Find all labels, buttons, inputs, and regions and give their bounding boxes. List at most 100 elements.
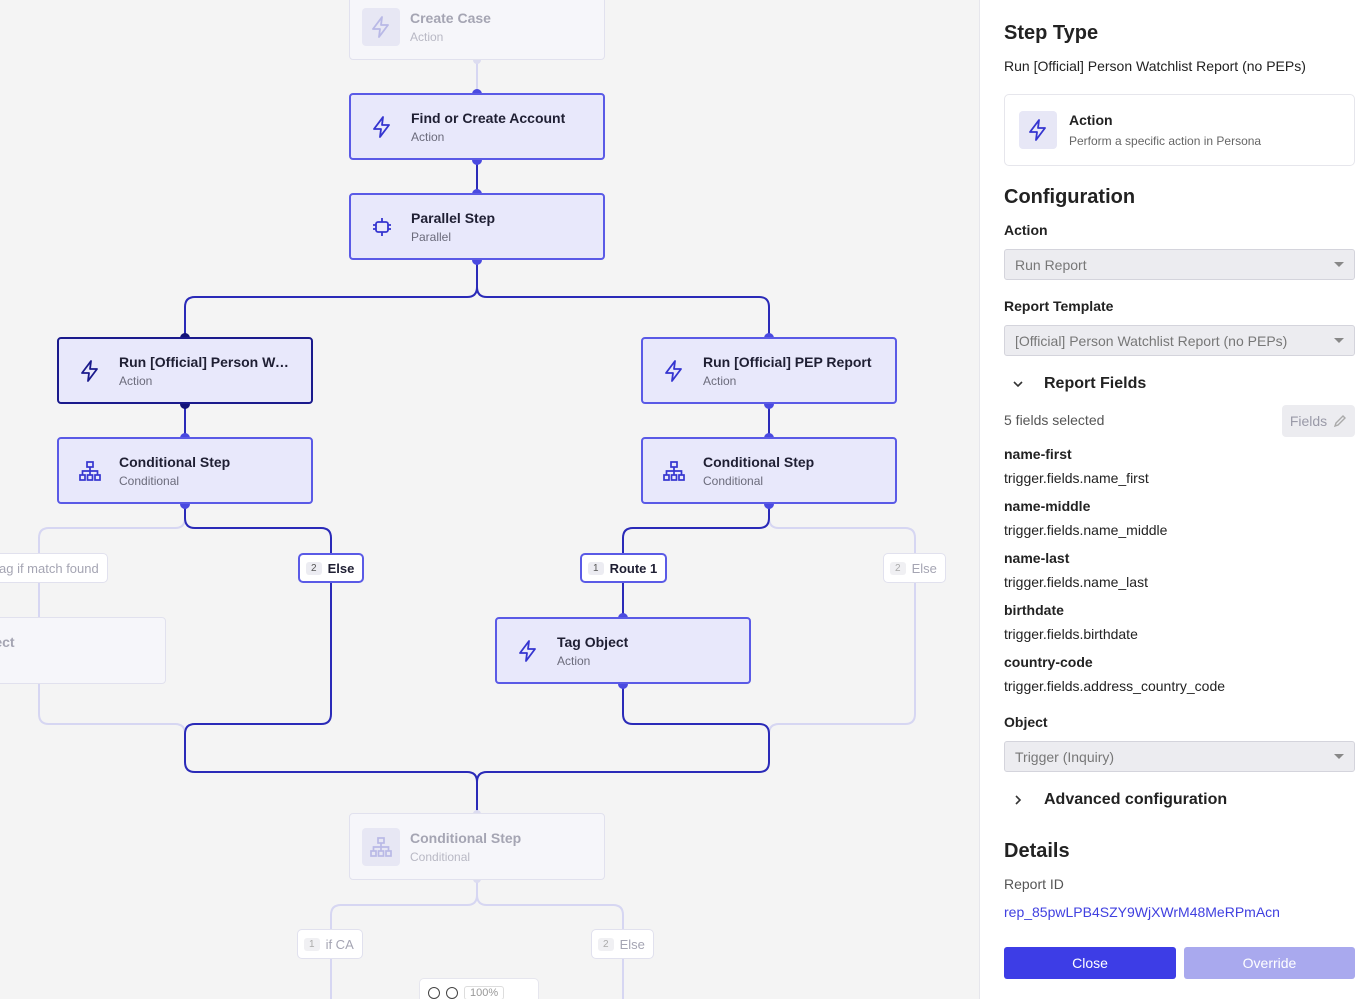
node-subtitle: Action bbox=[411, 129, 445, 144]
node-title: Object bbox=[0, 633, 15, 650]
step-type-value: Run [Official] Person Watchlist Report (… bbox=[1004, 58, 1306, 74]
report-template-select[interactable]: [Official] Person Watchlist Report (no P… bbox=[1004, 325, 1355, 356]
type-card-description: Perform a specific action in Persona bbox=[1069, 134, 1262, 148]
node-title: Run [Official] Person Watchlist Report (… bbox=[119, 353, 295, 370]
connector-lines bbox=[38, 56, 916, 999]
node-title: Create Case bbox=[410, 9, 491, 26]
field-value: trigger.fields.name_last bbox=[1004, 574, 1148, 590]
bolt-icon bbox=[655, 352, 693, 390]
advanced-configuration-toggle[interactable]: Advanced configuration bbox=[1004, 791, 1227, 809]
node-title: Tag Object bbox=[557, 633, 629, 650]
field-name: birthdate bbox=[1004, 602, 1064, 618]
close-button[interactable]: Close bbox=[1004, 947, 1176, 979]
node-title: Parallel Step bbox=[411, 209, 496, 226]
conditional-icon bbox=[71, 452, 109, 490]
route-number: 1 bbox=[588, 561, 604, 575]
field-value: trigger.fields.name_middle bbox=[1004, 522, 1168, 538]
field-value: trigger.fields.name_first bbox=[1004, 470, 1149, 486]
route-label: Else bbox=[911, 560, 937, 576]
route-tag-if-match-found[interactable]: ag if match found bbox=[0, 553, 108, 583]
route-route-1[interactable]: 1 Route 1 bbox=[580, 553, 668, 583]
zoom-out-icon[interactable] bbox=[446, 987, 458, 999]
caret-down-icon bbox=[1334, 338, 1344, 343]
action-select[interactable]: Run Report bbox=[1004, 249, 1355, 280]
object-select-value: Trigger (Inquiry) bbox=[1015, 748, 1115, 765]
report-fields-title: Report Fields bbox=[1044, 375, 1147, 392]
chevron-down-icon bbox=[1004, 378, 1044, 390]
caret-down-icon bbox=[1334, 262, 1344, 267]
route-number: 2 bbox=[598, 937, 614, 951]
object-select[interactable]: Trigger (Inquiry) bbox=[1004, 741, 1355, 772]
fields-selected-count: 5 fields selected bbox=[1004, 412, 1105, 428]
node-run-watchlist-report[interactable]: Run [Official] Person Watchlist Report (… bbox=[57, 337, 313, 404]
route-else-right[interactable]: 2 Else bbox=[883, 553, 946, 583]
details-title: Details bbox=[1004, 840, 1070, 862]
node-title: Find or Create Account bbox=[411, 109, 566, 126]
route-if-ca[interactable]: 1 if CA bbox=[297, 929, 363, 959]
report-template-label: Report Template bbox=[1004, 298, 1114, 314]
route-label: ag if match found bbox=[0, 560, 99, 576]
route-else-left[interactable]: 2 Else bbox=[298, 553, 365, 583]
parallel-icon bbox=[363, 208, 401, 246]
node-title: Run [Official] PEP Report bbox=[703, 353, 872, 370]
object-label: Object bbox=[1004, 714, 1048, 730]
bolt-icon bbox=[1019, 111, 1057, 149]
configuration-title: Configuration bbox=[1004, 186, 1136, 208]
action-select-value: Run Report bbox=[1015, 256, 1087, 273]
bolt-icon bbox=[362, 7, 400, 46]
action-label: Action bbox=[1004, 222, 1048, 238]
route-else-bottom[interactable]: 2 Else bbox=[591, 929, 654, 959]
node-subtitle: Conditional bbox=[410, 849, 471, 864]
node-subtitle: Parallel bbox=[411, 229, 452, 244]
route-number: 2 bbox=[890, 561, 906, 575]
field-value: trigger.fields.address_country_code bbox=[1004, 678, 1226, 694]
step-details-panel: Step Type Run [Official] Person Watchlis… bbox=[979, 0, 1370, 999]
route-number: 1 bbox=[304, 937, 320, 951]
node-title: Conditional Step bbox=[703, 453, 815, 470]
route-label: Else bbox=[619, 936, 645, 952]
zoom-level[interactable]: 100% bbox=[464, 986, 505, 999]
conditional-icon bbox=[362, 827, 400, 866]
conditional-icon bbox=[655, 452, 693, 490]
node-subtitle: Action bbox=[119, 373, 153, 388]
bolt-icon bbox=[71, 352, 109, 390]
override-button[interactable]: Override bbox=[1184, 947, 1355, 979]
node-tag-object-left[interactable]: Object n bbox=[0, 617, 166, 684]
advanced-configuration-title: Advanced configuration bbox=[1044, 791, 1228, 808]
pencil-icon bbox=[1334, 415, 1347, 428]
route-number: 2 bbox=[306, 561, 322, 575]
report-id-link[interactable]: rep_85pwLPB4SZY9WjXWrM48MeRPmAcn bbox=[1004, 904, 1280, 920]
route-label: Route 1 bbox=[609, 560, 658, 576]
bolt-icon bbox=[363, 108, 401, 146]
report-fields-toggle[interactable]: Report Fields bbox=[1004, 375, 1146, 393]
field-name: name-last bbox=[1004, 550, 1070, 566]
route-label: Else bbox=[327, 560, 355, 576]
node-subtitle: Conditional bbox=[119, 473, 180, 488]
field-name: name-first bbox=[1004, 446, 1072, 462]
node-subtitle: Action bbox=[557, 653, 591, 668]
node-subtitle: n bbox=[0, 654, 15, 668]
step-type-title: Step Type bbox=[1004, 22, 1099, 44]
caret-down-icon bbox=[1334, 754, 1344, 759]
bolt-icon bbox=[509, 632, 547, 670]
field-value: trigger.fields.birthdate bbox=[1004, 626, 1138, 642]
type-card-title: Action bbox=[1069, 112, 1113, 128]
zoom-in-icon[interactable] bbox=[428, 987, 440, 999]
report-id-label: Report ID bbox=[1004, 876, 1064, 892]
step-type-card: Action Perform a specific action in Pers… bbox=[1004, 94, 1355, 166]
field-name: name-middle bbox=[1004, 498, 1091, 514]
node-title: Conditional Step bbox=[410, 829, 522, 846]
chevron-right-icon bbox=[1004, 794, 1044, 806]
node-subtitle: Conditional bbox=[703, 473, 764, 488]
route-label: if CA bbox=[325, 936, 354, 952]
edit-fields-button[interactable]: Fields bbox=[1282, 405, 1355, 437]
